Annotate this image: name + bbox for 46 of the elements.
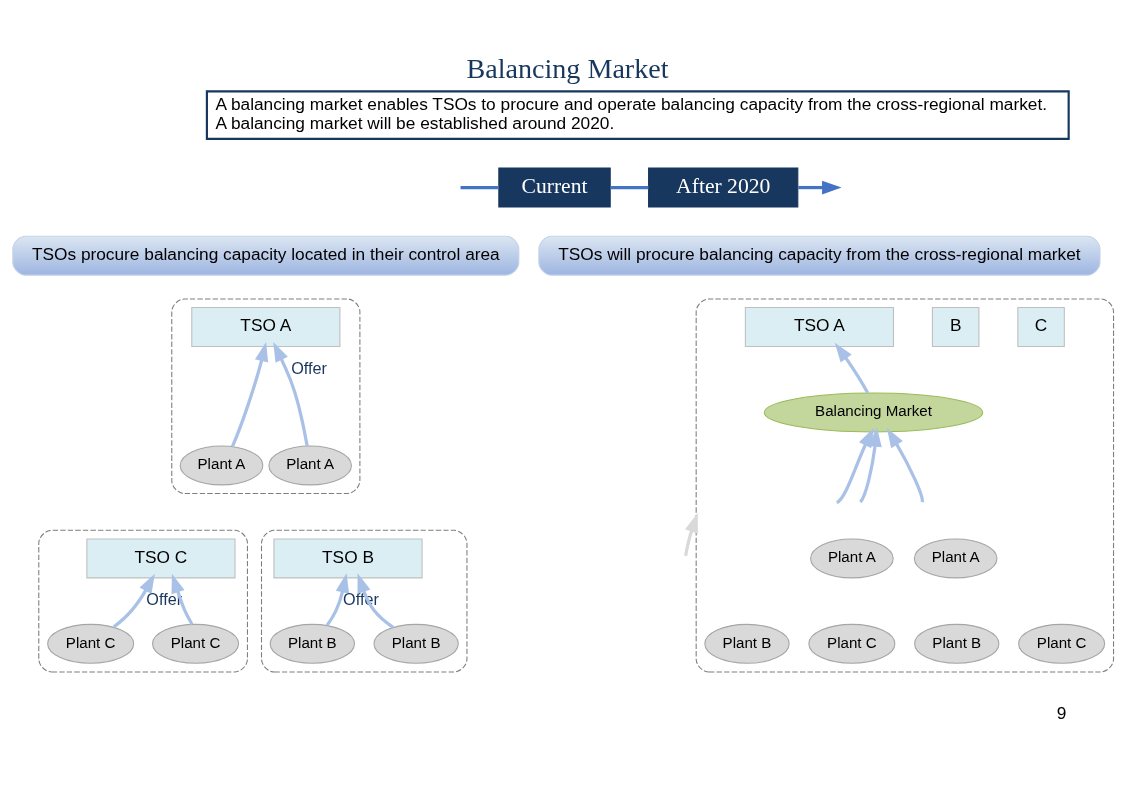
arrow (886, 427, 924, 502)
node-box: TSO A (744, 306, 895, 347)
arrow (171, 573, 194, 625)
node-box: TSO A (191, 306, 341, 347)
node-ellipse: Plant C (1018, 623, 1106, 664)
cluster (695, 297, 1115, 672)
node-ellipse: Plant B (373, 623, 459, 664)
node-ellipse: Plant A (810, 537, 894, 578)
node-box: TSO B (273, 537, 423, 578)
node-box: TSO C (86, 537, 236, 578)
node-box: B (931, 306, 980, 347)
connector (460, 185, 499, 189)
arrow (112, 573, 155, 628)
node-ellipse: Plant C (47, 623, 135, 664)
node-ellipse: Plant B (704, 623, 790, 664)
node-box: A balancing market enables TSOs to procure and operate balancing capacity from the cross-regional market. A balancing market will be established around 2020. (205, 89, 1070, 140)
arrow (273, 341, 309, 446)
edge-label: Offer (291, 358, 327, 377)
node-box: After 2020 (648, 167, 799, 208)
connector (610, 185, 649, 189)
label: 9 (1056, 702, 1067, 723)
arrow (231, 341, 269, 447)
arrow (325, 572, 350, 626)
arrow (834, 342, 870, 394)
arrow (798, 180, 842, 194)
arrow (859, 426, 882, 503)
node-ellipse: Plant B (914, 623, 1000, 664)
node-ellipse: Plant C (152, 623, 240, 664)
edge-label: Offer (146, 589, 183, 608)
node-ellipse: Balancing Market (763, 391, 984, 432)
node-ellipse: Plant C (808, 623, 896, 664)
arrow (835, 426, 882, 504)
arrow (684, 512, 698, 556)
node-ellipse: Plant B (269, 623, 356, 664)
cluster (38, 529, 248, 672)
node-ellipse: Plant A (179, 444, 264, 485)
diagram-title: Balancing Market (466, 52, 669, 84)
arrow (357, 572, 394, 629)
cluster (260, 529, 468, 672)
cluster (171, 297, 361, 494)
node-box: TSOs procure balancing capacity located in their control area (12, 235, 520, 276)
node-box: C (1017, 306, 1065, 347)
node-box: Current (498, 167, 611, 208)
node-box: TSOs will procure balancing capacity from the cross-regional market (538, 235, 1101, 276)
node-ellipse: Plant A (913, 537, 998, 578)
node-ellipse: Plant A (268, 444, 352, 485)
